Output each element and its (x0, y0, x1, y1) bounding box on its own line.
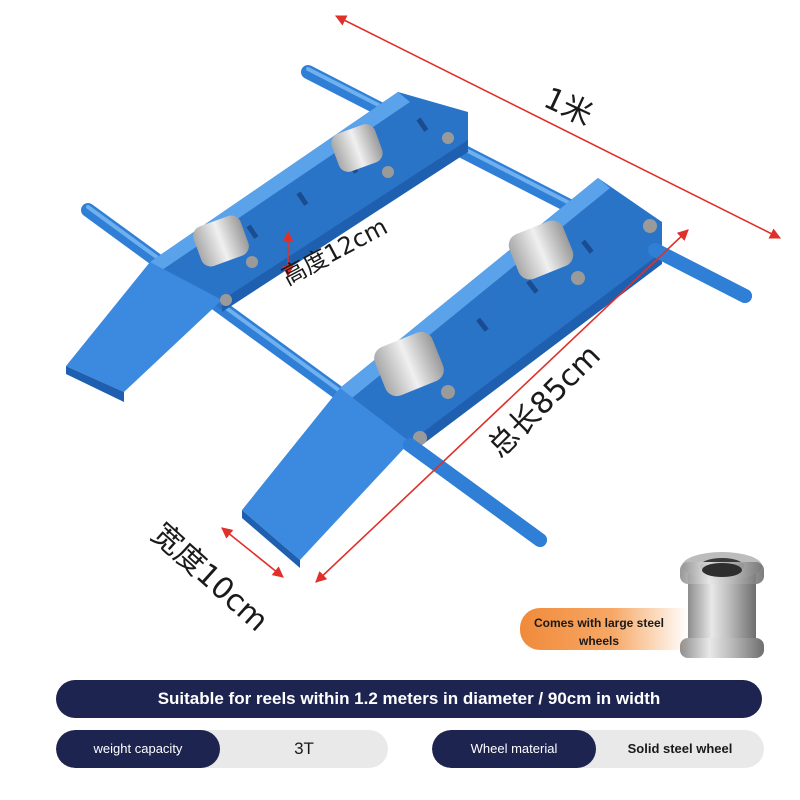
spec-value: Solid steel wheel (627, 741, 733, 756)
steel-wheel-image (680, 552, 764, 658)
dimension-arrows (221, 15, 782, 583)
spec-weight-capacity: weight capacity 3T (56, 730, 388, 768)
spec-label: Wheel material (432, 730, 596, 768)
spec-value: 3T (294, 739, 314, 758)
spec-label: weight capacity (56, 730, 220, 768)
spec-wheel-material: Wheel material Solid steel wheel (432, 730, 764, 768)
wheel-callout-text: Comes with large steel wheels (533, 616, 665, 648)
wheel-callout-badge (520, 608, 688, 650)
suitability-banner: Suitable for reels within 1.2 meters in … (56, 680, 762, 718)
